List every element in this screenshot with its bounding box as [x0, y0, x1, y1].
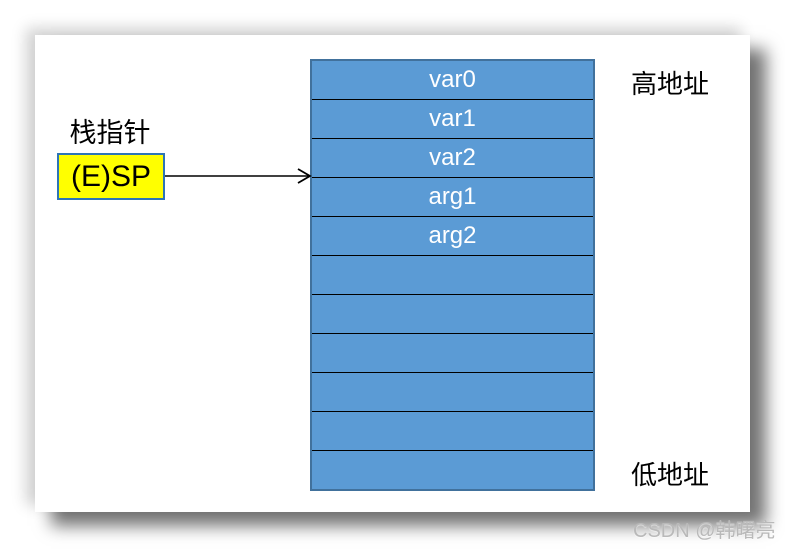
esp-pointer-box: (E)SP	[57, 153, 165, 200]
stack-cell-arg1: arg1	[312, 177, 593, 216]
high-address-label: 高地址	[631, 69, 710, 99]
stack-cell-empty	[312, 333, 593, 372]
stack-cell-empty	[312, 255, 593, 294]
stack-pointer-label: 栈指针	[69, 118, 151, 148]
stack-memory-block: var0 var1 var2 arg1 arg2	[310, 59, 595, 491]
stack-cell-empty	[312, 411, 593, 450]
stack-cell-empty	[312, 450, 593, 489]
watermark: CSDN @韩曙亮	[633, 520, 776, 542]
low-address-label: 低地址	[631, 460, 710, 490]
stack-cell-empty	[312, 372, 593, 411]
slide-page: var0 var1 var2 arg1 arg2 栈指针 (E)SP 高地址 低…	[35, 35, 750, 512]
stack-cell-var2: var2	[312, 138, 593, 177]
stack-cell-empty	[312, 294, 593, 333]
pointer-arrow-icon	[165, 168, 312, 184]
stack-cell-arg2: arg2	[312, 216, 593, 255]
stack-cell-var1: var1	[312, 99, 593, 138]
esp-pointer-text: (E)SP	[70, 159, 151, 193]
stack-cell-var0: var0	[429, 66, 476, 93]
